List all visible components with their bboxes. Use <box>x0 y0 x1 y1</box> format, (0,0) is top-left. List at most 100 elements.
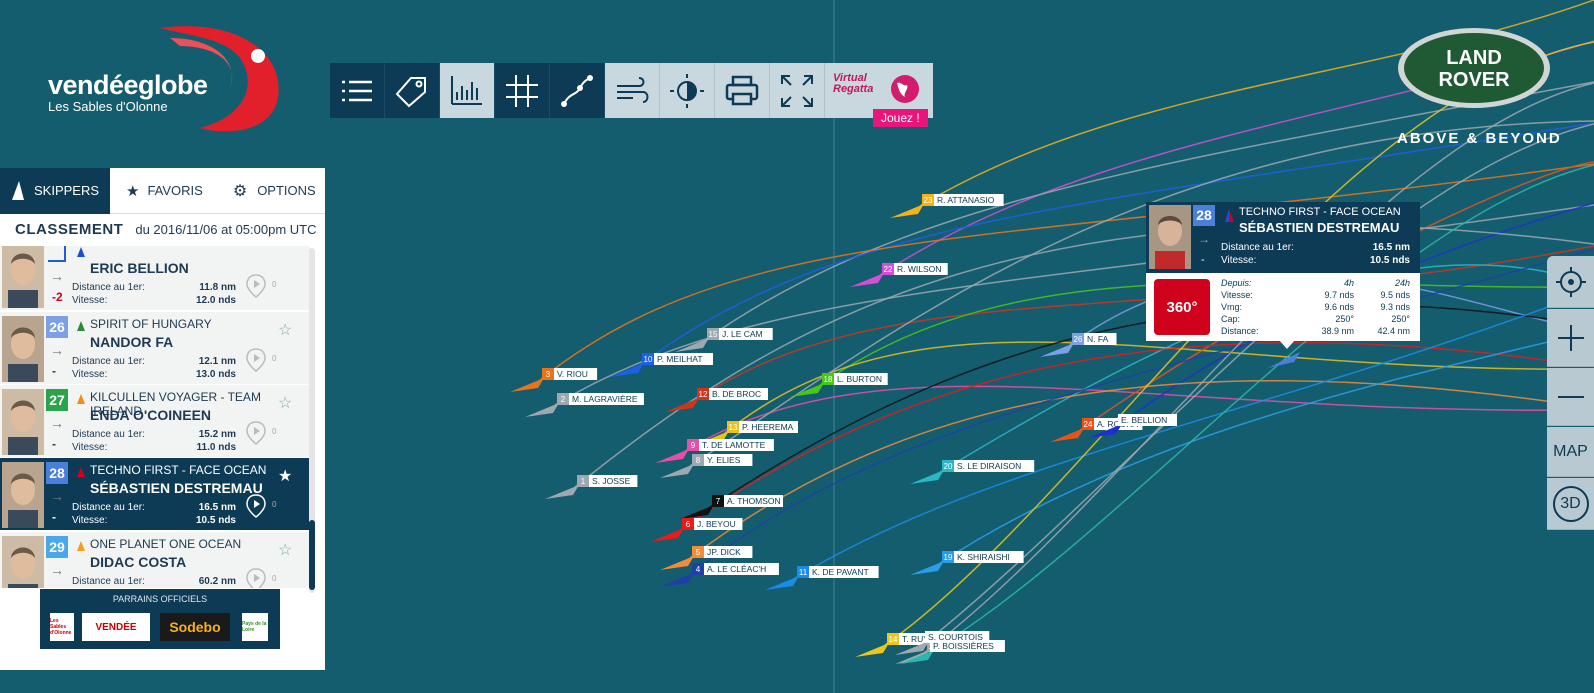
boat-hull[interactable] <box>545 485 579 499</box>
play-pin-icon[interactable] <box>246 421 266 445</box>
zoom-out-button[interactable] <box>1547 368 1594 426</box>
selected-boat-marker[interactable] <box>1268 352 1300 368</box>
wind-button[interactable] <box>605 63 660 118</box>
boat-hull[interactable] <box>765 576 799 590</box>
boat-hull[interactable] <box>525 403 559 417</box>
distance-value: 12.1 nm <box>198 356 236 367</box>
boat-hull[interactable] <box>655 449 689 463</box>
boat-hull[interactable] <box>910 561 944 575</box>
boat-hull[interactable] <box>665 398 699 412</box>
boat-hull[interactable] <box>675 338 709 352</box>
route-button[interactable] <box>550 63 605 118</box>
play-pin-icon[interactable] <box>246 494 266 518</box>
tag-button[interactable] <box>385 63 440 118</box>
boat-hull[interactable] <box>510 378 544 392</box>
boat-hull[interactable] <box>855 643 889 657</box>
print-button[interactable] <box>715 63 770 118</box>
boat-hull[interactable] <box>650 528 684 542</box>
jouez-button[interactable]: Jouez ! <box>873 109 928 127</box>
boat-hull[interactable] <box>610 363 644 377</box>
scrollbar-track[interactable] <box>309 248 315 593</box>
star-icon: ★ <box>126 182 140 200</box>
boat-hull[interactable] <box>790 383 824 397</box>
tab-favoris[interactable]: ★ FAVORIS <box>110 168 203 214</box>
contrast-button[interactable] <box>660 63 715 118</box>
boat-hull[interactable] <box>660 573 694 587</box>
tab-options[interactable]: ⚙ OPTIONS <box>203 168 316 214</box>
grid-button[interactable] <box>495 63 550 118</box>
view-360-button[interactable]: 360° <box>1154 279 1210 335</box>
play-pin-icon[interactable] <box>246 348 266 372</box>
3d-mode-button[interactable]: 3D <box>1547 478 1594 530</box>
ranking-panel: SKIPPERS ★ FAVORIS ⚙ OPTIONS CLASSEMENT … <box>0 167 325 670</box>
map-mode-button[interactable]: MAP <box>1547 427 1594 477</box>
boat-marker[interactable]: E. BELLION <box>1088 414 1177 438</box>
boat-marker[interactable]: P. BOISSIÈRES <box>900 640 1005 664</box>
favorite-star-icon[interactable]: ☆ <box>278 395 293 412</box>
zoom-in-button[interactable] <box>1547 309 1594 367</box>
play-pin-icon[interactable] <box>246 568 266 588</box>
boat-label-bg <box>724 495 783 507</box>
land-rover-logo[interactable]: LAND ROVER <box>1396 26 1552 110</box>
boat-hull[interactable] <box>1040 343 1074 357</box>
boat-hull[interactable] <box>1050 428 1084 442</box>
vendee-globe-logo[interactable] <box>40 18 290 138</box>
boat-hull[interactable] <box>895 650 929 664</box>
boat-hull[interactable] <box>900 650 934 664</box>
skipper-name: DIDAC COSTA <box>90 554 187 570</box>
sponsor-sables-logo[interactable]: Les Sables d'Olonne <box>50 613 74 641</box>
boat-hull[interactable] <box>890 204 924 218</box>
sponsor-sodebo-logo[interactable]: Sodebo <box>160 613 230 641</box>
scrollbar-thumb[interactable] <box>309 520 315 590</box>
locate-button[interactable] <box>1547 256 1594 308</box>
tooltip-delta: - <box>1201 254 1205 266</box>
favorite-star-icon[interactable]: ☆ <box>278 542 293 559</box>
list-button[interactable] <box>330 63 385 118</box>
play-pin-icon[interactable] <box>246 274 266 298</box>
boat-hull[interactable] <box>850 273 884 287</box>
distance-label: Distance au 1er: <box>72 356 145 367</box>
skipper-tooltip[interactable]: 28 → - TECHNO FIRST - FACE OCEAN SÉBASTI… <box>1146 202 1420 349</box>
boat-hull[interactable] <box>895 641 929 655</box>
favorite-star-icon[interactable]: ☆ <box>278 322 293 339</box>
tab-skippers[interactable]: SKIPPERS <box>0 167 110 214</box>
fullscreen-button[interactable] <box>770 63 825 118</box>
sponsor-region-logo[interactable]: Pays de la Loire <box>242 613 268 641</box>
boat-hull[interactable] <box>660 556 694 570</box>
boat-hull[interactable] <box>680 505 714 519</box>
boat-hull[interactable] <box>660 464 694 478</box>
sponsor-vendee-logo[interactable]: VENDÉE <box>82 613 150 641</box>
boat-hull[interactable] <box>910 470 944 484</box>
ranking-chart-button[interactable] <box>440 63 495 118</box>
virtual-regatta-button[interactable]: Virtual Regatta Jouez ! <box>825 63 933 127</box>
boat-hull[interactable] <box>1088 424 1122 438</box>
favorite-star-icon[interactable]: ★ <box>278 468 293 485</box>
